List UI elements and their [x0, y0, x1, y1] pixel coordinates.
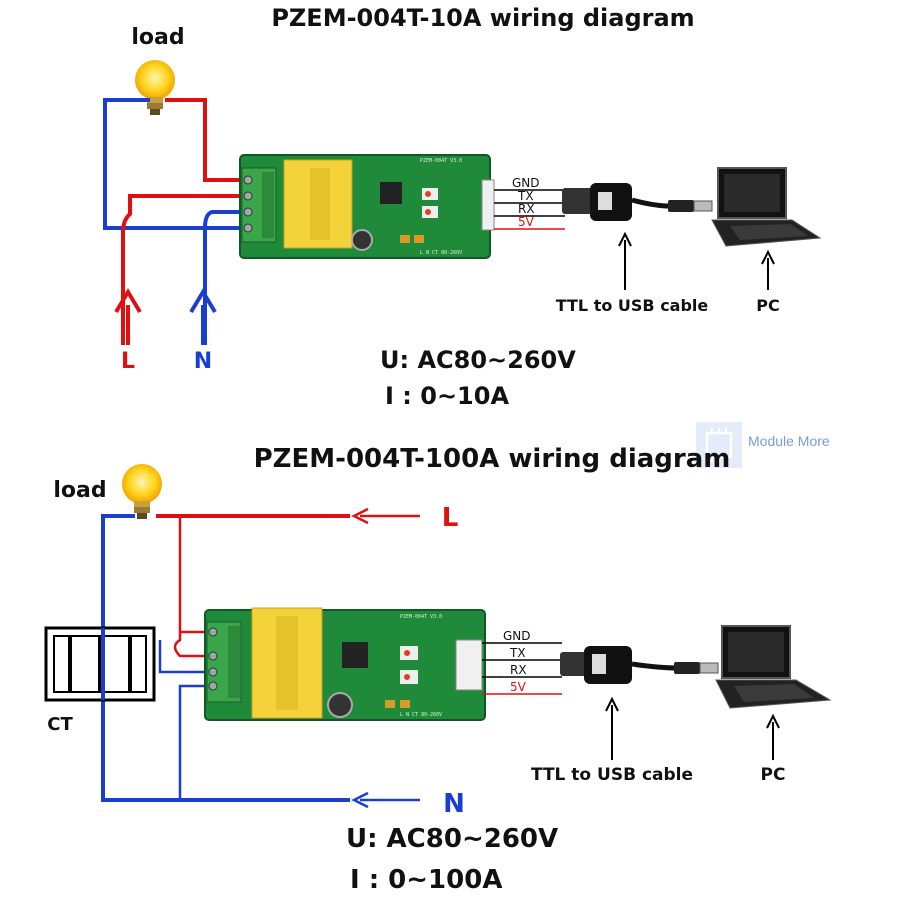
neutral-label: N [443, 789, 465, 819]
cable-label: TTL to USB cable [556, 296, 709, 315]
pc-label: PC [756, 296, 779, 315]
neutral-label: N [194, 349, 212, 374]
cable-arrow [618, 231, 632, 290]
pin-rx-label: RX [518, 202, 535, 216]
ttl-usb-adapter [560, 646, 719, 684]
diagram-100a: PZEM-004T-100A wiring diagram load L [44, 444, 832, 895]
pc-arrow [761, 249, 775, 290]
svg-text:PZEM-004T V3.0: PZEM-004T V3.0 [400, 614, 442, 620]
ttl-usb-adapter [562, 183, 713, 221]
line-arrow [351, 507, 420, 525]
pzem-module: PZEM-004T V3.0 L N CT 80-260V [204, 607, 486, 721]
pin-rx-label: RX [510, 663, 527, 677]
line-label: L [442, 503, 459, 533]
pc-arrow [766, 713, 780, 760]
load-label: load [131, 25, 184, 50]
pc-label: PC [761, 765, 786, 785]
current-spec: I : 0~100A [350, 865, 502, 895]
laptop-icon [711, 167, 822, 247]
wiring [103, 98, 250, 345]
svg-text:PZEM-004T V3.0: PZEM-004T V3.0 [420, 158, 462, 164]
neutral-arrow [189, 288, 217, 345]
pin-gnd-label: GND [503, 629, 531, 643]
ct-label: CT [47, 714, 73, 735]
neutral-arrow [351, 791, 420, 809]
line-arrow [114, 288, 142, 345]
diagram-title: PZEM-004T-100A wiring diagram [254, 444, 731, 474]
cable-arrow [605, 696, 619, 760]
laptop-icon [715, 625, 832, 709]
pzem-module: PZEM-004T V3.0 L N CT 80-260V [239, 154, 495, 259]
voltage-spec: U: AC80~260V [380, 346, 576, 374]
ttl-pins: GND TX RX 5V [482, 629, 562, 695]
cable-label: TTL to USB cable [531, 765, 693, 785]
load-label: load [53, 478, 106, 503]
pin-tx-label: TX [509, 646, 526, 660]
current-spec: I : 0~10A [385, 382, 509, 410]
voltage-spec: U: AC80~260V [346, 824, 558, 854]
watermark: Module More [696, 422, 830, 468]
pin-5v-label: 5V [510, 680, 527, 694]
line-label: L [121, 349, 135, 374]
bulb-icon [135, 60, 175, 115]
current-transformer [44, 626, 156, 702]
pin-tx-label: TX [517, 189, 534, 203]
pin-5v-label: 5V [518, 215, 535, 229]
svg-text:L N CT 80-260V: L N CT 80-260V [420, 250, 462, 256]
chip-icon [705, 428, 733, 462]
pin-gnd-label: GND [512, 176, 540, 190]
bulb-icon [122, 464, 162, 519]
svg-text:L N CT 80-260V: L N CT 80-260V [400, 712, 442, 718]
diagram-10a: PZEM-004T-10A wiring diagram load [103, 4, 822, 410]
ttl-pins: GND TX RX 5V [494, 176, 565, 230]
watermark-text: Module More [748, 433, 830, 449]
diagram-title: PZEM-004T-10A wiring diagram [271, 4, 694, 32]
